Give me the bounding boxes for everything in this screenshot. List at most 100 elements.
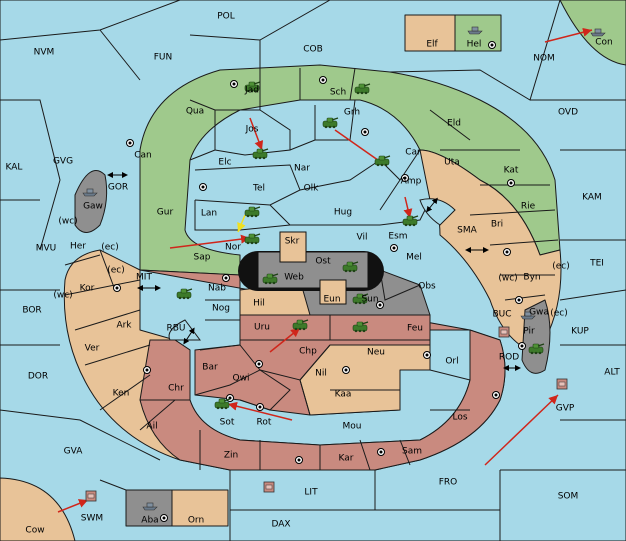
label-hug: Hug <box>334 208 352 218</box>
label-web: Web <box>284 273 304 283</box>
sea-label-mvu: MVU <box>36 244 57 254</box>
label-kat: Kat <box>504 166 519 176</box>
sea-label-buc: BUC <box>492 310 511 320</box>
label-mel: Mel <box>406 253 422 263</box>
label-orn: Orn <box>188 516 204 526</box>
supply-centers <box>113 41 526 522</box>
label-zin: Zin <box>224 451 238 461</box>
province-eun[interactable] <box>319 279 347 305</box>
sea-label-kup: KUP <box>571 327 589 337</box>
supply-center-icon <box>376 301 384 309</box>
sea-label-ovd: OVD <box>558 108 578 118</box>
label-nil: Nil <box>315 369 327 379</box>
red-unit-icon[interactable] <box>556 378 568 390</box>
sea-border <box>0 99 61 251</box>
label-tel: Tel <box>252 184 265 194</box>
sea-label-alt: ALT <box>604 368 620 378</box>
supply-center-icon <box>377 448 385 456</box>
label-byn: Byn <box>523 273 540 283</box>
province-skr[interactable] <box>279 231 307 263</box>
sea-border <box>559 289 626 301</box>
coast-labels: (wc) (ec) (ec) (wc) (wc) (ec) (ec) <box>53 217 569 319</box>
label-nog: Nog <box>212 304 230 314</box>
supply-center-icon <box>515 296 523 304</box>
sea-labels: POL NVM FUN COB NOM OVD KAL GVG GOR KAM … <box>6 12 621 530</box>
supply-center-icon <box>222 274 230 282</box>
label-mou: Mou <box>343 422 362 432</box>
sea-label-swm: SWM <box>81 514 103 524</box>
label-rot: Rot <box>257 418 272 428</box>
sea-label-lit: LIT <box>304 488 318 498</box>
coast-label-wc: (wc) <box>53 291 72 301</box>
label-amp: Amp <box>401 177 422 187</box>
sea-border <box>99 479 127 491</box>
label-uta: Uta <box>444 158 460 168</box>
label-ail: Ail <box>146 422 157 432</box>
supply-center-icon <box>199 183 207 191</box>
label-sap: Sap <box>194 253 211 263</box>
red-unit-icon[interactable] <box>498 326 510 338</box>
supply-center-icon <box>256 403 264 411</box>
label-jad: Jad <box>244 86 259 96</box>
sea-label-mit: MIT <box>136 273 152 283</box>
supply-center-icon <box>423 351 431 359</box>
sea-label-kam: KAM <box>582 193 602 203</box>
move-arrow <box>57 499 89 513</box>
supply-center-icon <box>342 366 350 374</box>
sea-label-fro: FRO <box>439 478 458 488</box>
label-jos: Jos <box>245 125 259 135</box>
coast-label-ec: (ec) <box>101 243 119 253</box>
sea-label-nvm: NVM <box>34 48 55 58</box>
label-grh: Grh <box>344 108 360 118</box>
label-elc: Elc <box>218 158 231 168</box>
label-ver: Ver <box>85 344 100 354</box>
label-nor: Nor <box>225 243 241 253</box>
move-arrow <box>269 327 301 353</box>
sea-label-bor: BOR <box>22 306 41 316</box>
sea-label-rbu: RBU <box>166 324 185 334</box>
sea-label-dax: DAX <box>271 520 290 530</box>
sea-label-pol: POL <box>217 12 235 22</box>
label-gwa: Gwa <box>529 308 549 318</box>
supply-center-icon <box>143 366 151 374</box>
move-arrow <box>544 27 593 43</box>
province-orn[interactable] <box>171 489 229 527</box>
province-borders <box>64 67 559 471</box>
label-ost: Ost <box>315 257 331 267</box>
order-arrows <box>57 27 593 513</box>
coast-label-ec: (ec) <box>107 266 125 276</box>
label-can: Can <box>134 151 152 161</box>
label-olk: Olk <box>304 184 320 194</box>
label-gaw: Gaw <box>83 202 103 212</box>
sea-label-som: SOM <box>558 492 579 502</box>
coast-label-wc: (wc) <box>498 274 517 284</box>
supply-center-icon <box>518 342 526 350</box>
sea-border <box>389 0 561 101</box>
label-feu: Feu <box>407 324 423 334</box>
supply-center-icon <box>401 174 409 182</box>
sea-label-dor: DOR <box>28 372 48 382</box>
sea-label-tei: TEI <box>589 259 604 269</box>
sea-label-fun: FUN <box>154 53 173 63</box>
sea-label-gor: GOR <box>108 183 128 193</box>
label-bri: Bri <box>491 220 503 230</box>
label-kor: Kor <box>80 284 95 294</box>
supply-center-icon <box>226 394 234 402</box>
label-aba: Aba <box>141 516 158 526</box>
label-sch: Sch <box>330 88 346 98</box>
supply-center-icon <box>390 244 398 252</box>
sea-label-cob: COB <box>303 45 323 55</box>
supply-center-icon <box>361 128 369 136</box>
label-neu: Neu <box>367 348 385 358</box>
coast-label-ec: (ec) <box>552 262 570 272</box>
label-orl: Orl <box>445 357 458 367</box>
red-unit-icon[interactable] <box>85 490 97 502</box>
label-gur: Gur <box>157 208 174 218</box>
province-elf[interactable] <box>404 14 456 52</box>
province-gaw[interactable] <box>74 170 108 233</box>
supply-center-icon <box>507 179 515 187</box>
supply-center-icon <box>160 514 168 522</box>
label-eld: Eld <box>447 119 461 129</box>
label-sam: Sam <box>402 447 422 457</box>
red-unit-icon[interactable] <box>263 481 275 493</box>
